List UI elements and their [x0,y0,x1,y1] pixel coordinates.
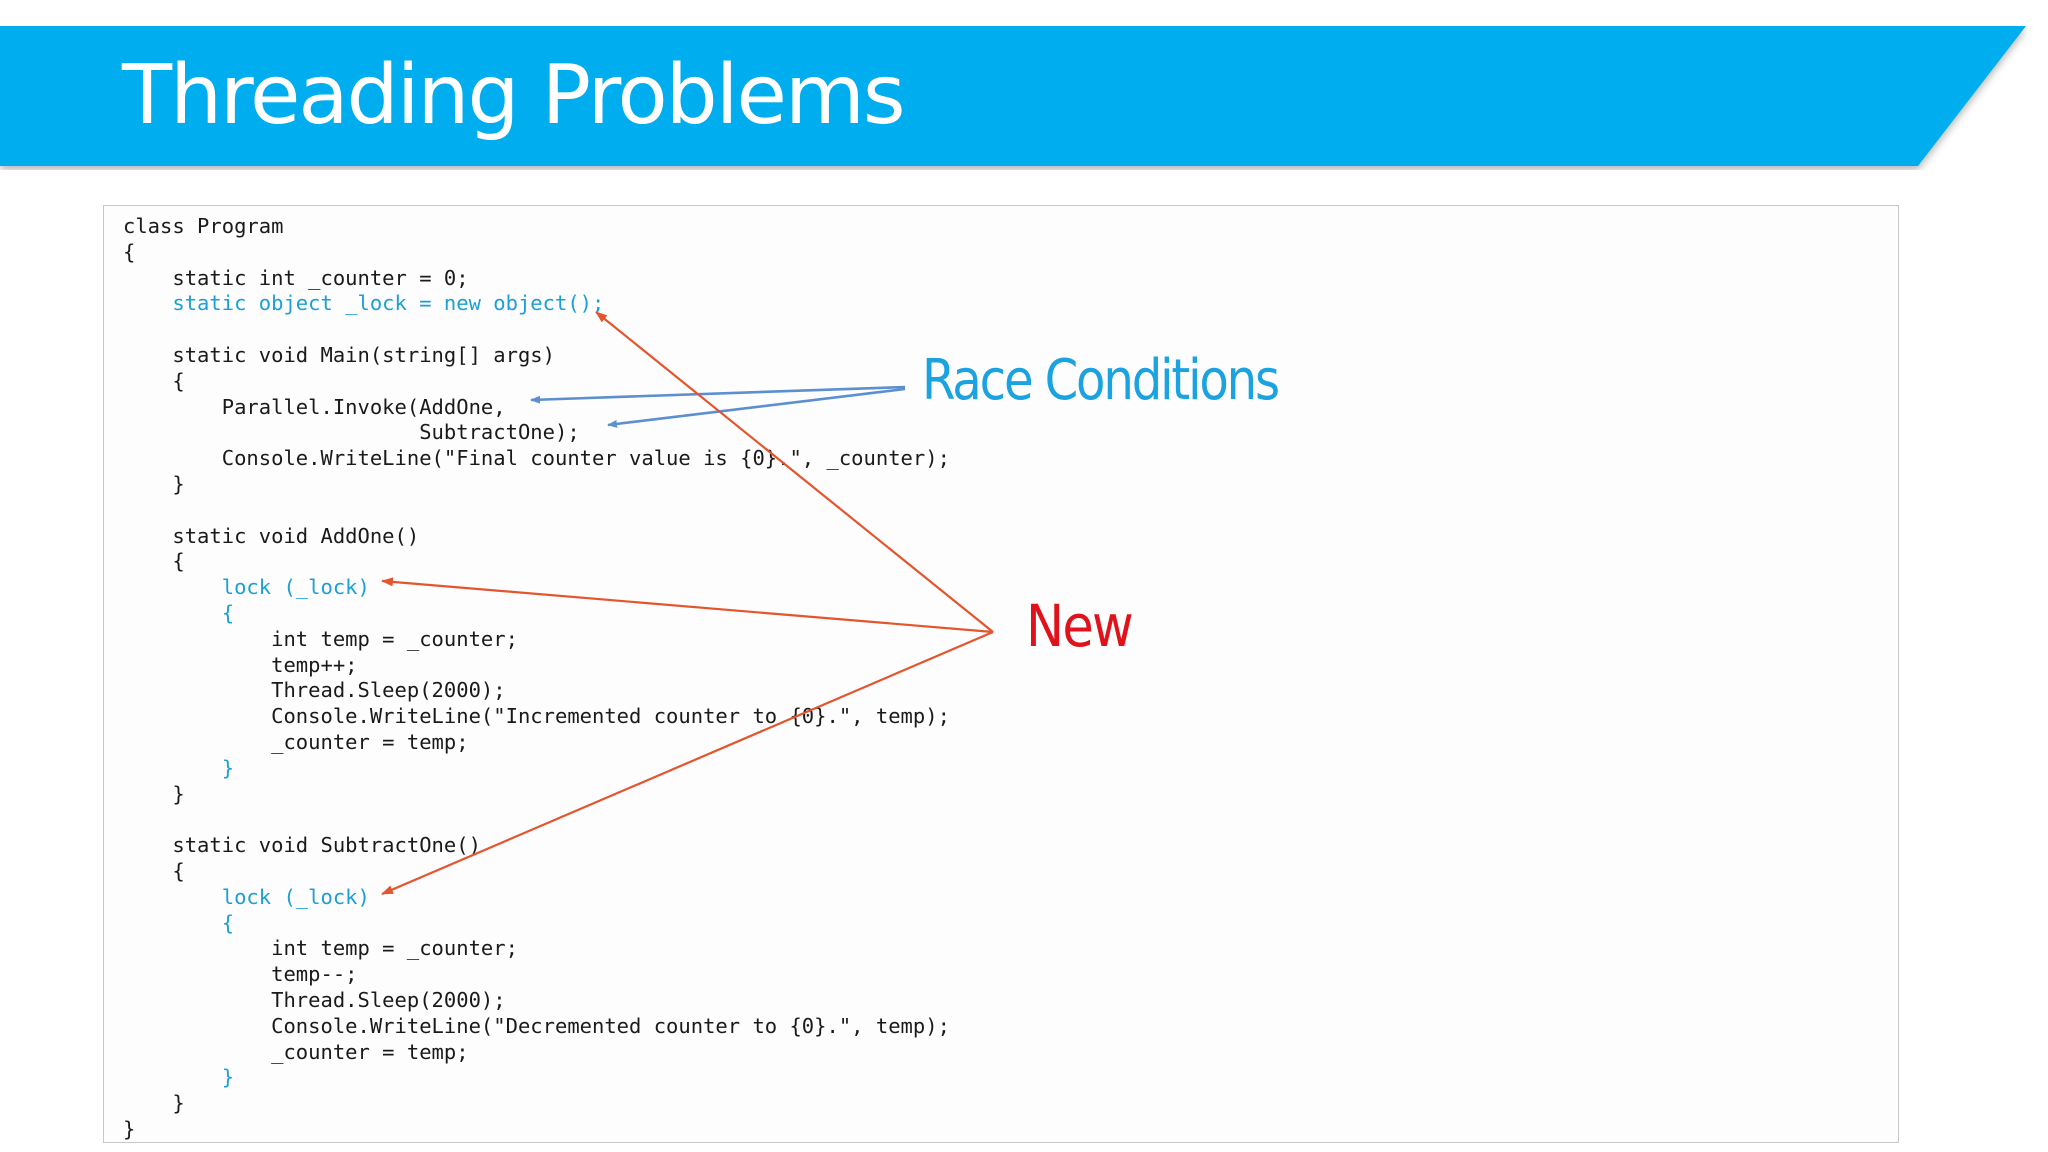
code-line: temp++; [123,652,358,677]
code-line: } [123,1091,185,1116]
code-line: lock (_lock) [123,884,370,909]
code-line: Console.WriteLine("Decremented counter t… [123,1013,950,1038]
code-line: { [123,368,185,393]
code-line: _counter = temp; [123,729,469,754]
slide-title: Threading Problems [122,48,906,143]
code-line: lock (_lock) [123,575,370,600]
code-line: temp--; [123,962,358,987]
code-line: } [123,1065,235,1090]
race-conditions-label: Race Conditions [922,348,1280,413]
code-line: Console.WriteLine("Incremented counter t… [123,704,950,729]
race-arrow-to-subtractone [607,387,906,428]
code-line: class Program [123,214,284,238]
race-arrow-to-addone [530,385,906,404]
title-bar-shape [0,26,2026,166]
code-line: _counter = temp; [123,1039,469,1064]
new-label: New [1026,592,1134,660]
code-line: } [123,471,185,496]
title-bar [0,26,2048,170]
code-line: static void AddOne() [123,523,420,548]
code-line: { [123,549,185,574]
code-line: static object _lock = new object(); [123,291,605,316]
code-line: int temp = _counter; [123,626,518,651]
code-line: } [123,781,185,806]
code-line: int temp = _counter; [123,936,518,961]
code-line: Thread.Sleep(2000); [123,987,506,1012]
new-arrow-to-lock-field [595,311,994,633]
code-line: SubtractOne); [123,420,580,445]
code-panel [103,205,1899,1143]
code-line: Thread.Sleep(2000); [123,678,506,703]
code-line: static void Main(string[] args) [123,342,555,367]
new-arrow-to-subtractone-lock [381,630,994,896]
new-arrow-to-addone-lock [381,577,994,634]
code-line: } [123,1116,136,1141]
code-line: { [123,239,136,264]
code-line: { [123,910,235,935]
code-line: Parallel.Invoke(AddOne, [123,394,506,419]
code-line: static int _counter = 0; [123,265,469,290]
code-line: } [123,755,235,780]
code-line: { [123,600,235,625]
code-line: { [123,858,185,883]
code-line: static void SubtractOne() [123,833,481,858]
code-block: class Program{ static int _counter = 0; … [123,214,950,1143]
code-line: Console.WriteLine("Final counter value i… [123,446,950,471]
